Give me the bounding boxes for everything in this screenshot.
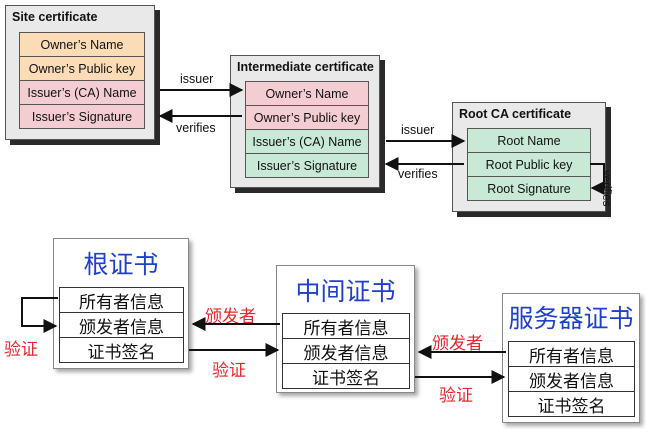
intermediate-certificate-title: Intermediate certificate	[237, 60, 374, 74]
cn-issuer-label-2: 颁发者	[432, 334, 483, 354]
intermediate-owner-public-key: Owner’s Public key	[245, 105, 369, 130]
intermediate-issuer-name: Issuer’s (CA) Name	[245, 129, 369, 154]
verifies-label-1: verifies	[176, 121, 216, 135]
verifies-label-2: verifies	[398, 167, 438, 181]
site-issuer-name: Issuer’s (CA) Name	[19, 80, 145, 105]
root-signature: Root Signature	[467, 176, 591, 201]
cn-intermediate-owner-info: 所有者信息	[282, 313, 410, 339]
cn-root-issuer-info: 颁发者信息	[59, 312, 184, 338]
cn-intermediate-signature: 证书签名	[282, 363, 410, 389]
root-name: Root Name	[467, 128, 591, 153]
cn-intermediate-certificate: 中间证书 所有者信息 颁发者信息 证书签名	[276, 265, 415, 393]
arrow-root-self-verifies	[590, 163, 605, 195]
cn-verify-label-2: 验证	[439, 386, 473, 406]
cn-intermediate-certificate-title: 中间证书	[295, 277, 396, 306]
site-owner-public-key: Owner’s Public key	[19, 56, 145, 81]
cn-issuer-label-1: 颁发者	[205, 307, 256, 327]
root-public-key: Root Public key	[467, 152, 591, 177]
root-ca-certificate: Root CA certificate Root Name Root Publi…	[452, 102, 606, 212]
cn-arrow-root-self-verify	[21, 297, 58, 333]
root-ca-certificate-title: Root CA certificate	[459, 107, 572, 121]
issuer-label-2: issuer	[401, 123, 435, 137]
site-issuer-signature: Issuer’s Signature	[19, 104, 145, 129]
cn-verify-label-1: 验证	[212, 361, 246, 381]
cn-server-certificate: 服务器证书 所有者信息 颁发者信息 证书签名	[502, 293, 640, 423]
site-certificate-title: Site certificate	[12, 10, 98, 24]
cn-root-certificate-title: 根证书	[83, 250, 159, 279]
intermediate-certificate: Intermediate certificate Owner’s Name Ow…	[230, 55, 380, 188]
cn-server-signature: 证书签名	[508, 391, 635, 417]
cn-verify-self-label: 验证	[4, 340, 38, 360]
cn-root-certificate: 根证书 所有者信息 颁发者信息 证书签名	[53, 238, 189, 369]
cn-server-certificate-title: 服务器证书	[508, 304, 634, 333]
site-certificate: Site certificate Owner’s Name Owner’s Pu…	[5, 5, 155, 140]
cn-root-signature: 证书签名	[59, 337, 184, 363]
intermediate-issuer-signature: Issuer’s Signature	[245, 153, 369, 178]
cn-server-issuer-info: 颁发者信息	[508, 366, 635, 392]
issuer-label-1: issuer	[180, 72, 214, 86]
